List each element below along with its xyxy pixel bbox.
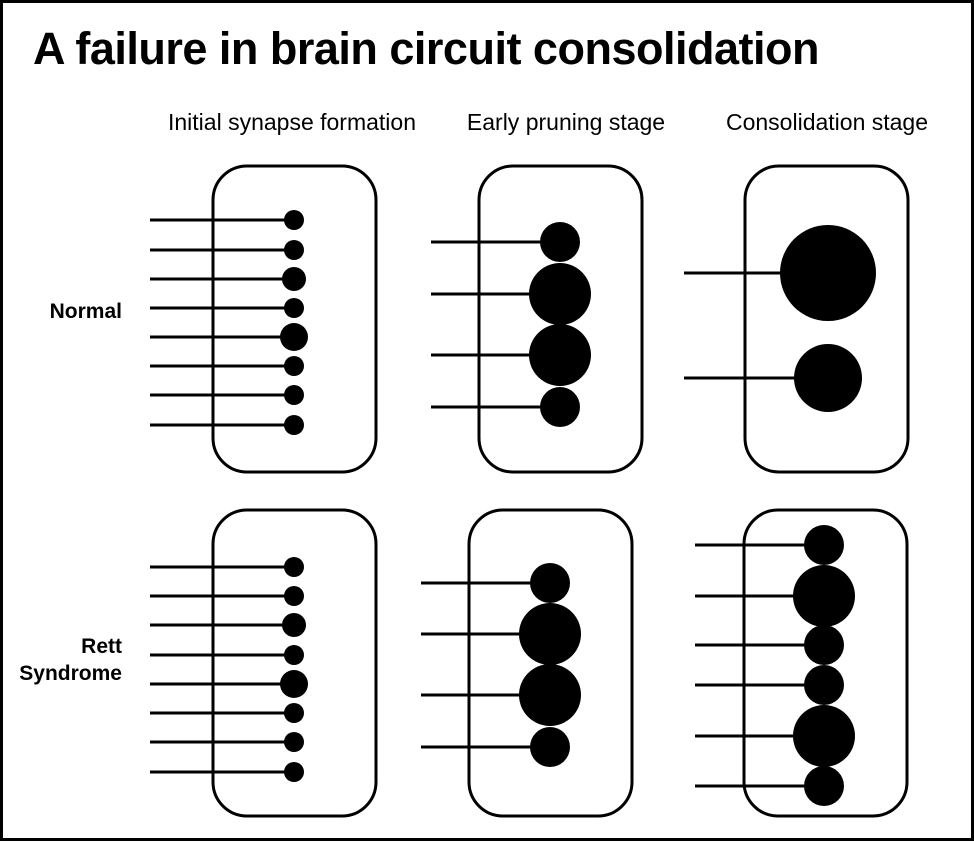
synapse-dot bbox=[284, 732, 304, 752]
cell-outline bbox=[211, 164, 378, 474]
synapse-dot bbox=[530, 727, 570, 767]
synapse-dot bbox=[530, 563, 570, 603]
cell-outline bbox=[467, 508, 634, 818]
synapse-dot bbox=[794, 344, 862, 412]
synapse-dot bbox=[284, 240, 304, 260]
synapse-dot bbox=[793, 565, 855, 627]
synapse-dot bbox=[280, 670, 308, 698]
synapse-dot bbox=[804, 525, 844, 565]
synapse-diagram bbox=[150, 164, 910, 818]
synapse-dot bbox=[284, 645, 304, 665]
synapse-dot bbox=[284, 415, 304, 435]
column-heading-consolidation-stage: Consolidation stage bbox=[725, 109, 929, 135]
synapse-dot bbox=[804, 625, 844, 665]
row-label-line: Syndrome bbox=[19, 662, 122, 685]
column-heading-early-pruning-stage: Early pruning stage bbox=[466, 109, 666, 135]
cell-outline bbox=[743, 164, 910, 474]
synapse-dot bbox=[280, 323, 308, 351]
synapse-dot bbox=[529, 324, 591, 386]
synapse-dot bbox=[284, 557, 304, 577]
synapse-dot bbox=[284, 586, 304, 606]
synapse-dot bbox=[519, 664, 581, 726]
synapse-dot bbox=[282, 267, 306, 291]
synapse-dot bbox=[793, 705, 855, 767]
synapse-dot bbox=[284, 703, 304, 723]
row-label-normal: Normal bbox=[7, 298, 122, 325]
synapse-dot bbox=[540, 387, 580, 427]
synapse-dot bbox=[519, 603, 581, 665]
figure-title: A failure in brain circuit consolidation bbox=[33, 23, 819, 74]
cell-outline bbox=[211, 508, 378, 818]
synapse-dot bbox=[780, 225, 876, 321]
synapse-dot bbox=[282, 613, 306, 637]
cell-outline bbox=[477, 164, 644, 474]
synapse-dot bbox=[284, 298, 304, 318]
synapse-dot bbox=[284, 210, 304, 230]
column-heading-initial-synapse-formation: Initial synapse formation bbox=[167, 109, 416, 135]
synapse-dot bbox=[804, 665, 844, 705]
synapse-dot bbox=[284, 385, 304, 405]
synapse-dot bbox=[529, 263, 591, 325]
row-label-rett-syndrome: Rett Syndrome bbox=[7, 633, 122, 687]
row-label-line: Rett bbox=[81, 635, 122, 658]
synapse-dot bbox=[284, 356, 304, 376]
synapse-dot bbox=[540, 222, 580, 262]
synapse-dot bbox=[804, 766, 844, 806]
row-label-line: Normal bbox=[49, 300, 122, 323]
cell-outline bbox=[742, 508, 909, 818]
synapse-dot bbox=[284, 762, 304, 782]
